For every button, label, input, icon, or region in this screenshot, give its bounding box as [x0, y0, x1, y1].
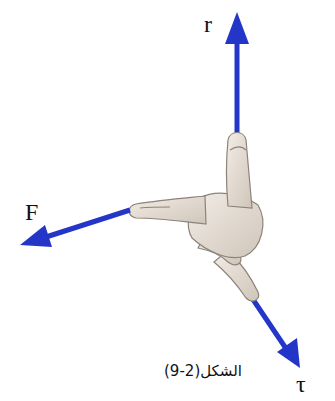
vector-label: F	[25, 200, 38, 224]
hand-drawing	[129, 133, 263, 301]
vector-label: r	[204, 12, 212, 36]
figure-caption: الشكل(2-9)	[164, 364, 242, 379]
torque-vector-arrow	[248, 292, 300, 368]
r-vector-arrow	[225, 12, 249, 135]
vector-label: τ	[296, 372, 306, 396]
